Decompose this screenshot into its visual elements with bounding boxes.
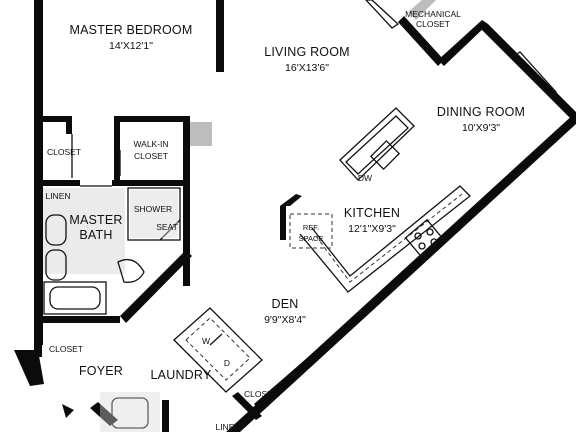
shower-tile [130, 190, 178, 238]
wall-right-exterior-lower [226, 112, 576, 432]
wall-kitchen-left [280, 206, 286, 240]
wall-mech-left [398, 16, 444, 66]
kitchen-counter [299, 185, 471, 293]
master-bath-line2: BATH [79, 228, 112, 242]
bathtub-basin [49, 286, 101, 310]
bath-sink-1 [45, 214, 67, 246]
kitchen-counter-dash [315, 193, 463, 283]
wall-walkin-bottom [112, 180, 190, 186]
kitchen-island-inner [345, 115, 409, 175]
mech-shade [408, 0, 436, 20]
ref-space-line1: REF. [303, 223, 319, 232]
bathtub [43, 281, 107, 315]
kitchen-name: KITCHEN [344, 206, 400, 220]
living-room-name: LIVING ROOM [264, 45, 350, 59]
wall-closet-bottom [40, 180, 80, 186]
walls [14, 0, 576, 432]
den-name: DEN [272, 297, 299, 311]
laundry-closet [173, 307, 263, 393]
dining-room-name: DINING ROOM [437, 105, 525, 119]
wall-closet-top-stub [66, 116, 72, 134]
ref-space-box [289, 213, 333, 249]
toilet [117, 258, 145, 283]
seat-label: SEAT [156, 222, 178, 232]
kitchen-fixtures [289, 107, 471, 293]
linen-bottom-label: LINEN [215, 422, 240, 432]
wall-walkin-right [183, 116, 190, 286]
dryer-label: D [224, 358, 230, 368]
master-bedroom-dims: 14'X12'1" [109, 40, 153, 52]
mechanical-closet-line2: CLOSET [416, 19, 450, 29]
washer-dryer-divider [209, 333, 223, 346]
ref-space-line2: SPACE [299, 234, 324, 243]
labels: MASTER BEDROOM 14'X12'1" LIVING ROOM 16'… [45, 9, 525, 432]
wall-foyer-bath [90, 402, 118, 426]
closet-bedroom-label: CLOSET [47, 147, 81, 157]
entry-arrow [62, 404, 74, 418]
master-bath-line1: MASTER [69, 213, 122, 227]
living-room-dims: 16'X13'6" [285, 62, 329, 74]
walk-in-closet-line1: WALK-IN [133, 139, 168, 149]
wall-right-exterior-upper [480, 24, 576, 124]
bath-fixtures [43, 187, 181, 315]
foyer-label: FOYER [79, 364, 123, 378]
powder-tile [100, 392, 160, 432]
washer-dryer-outline [185, 317, 251, 381]
wall-mech-right [438, 20, 488, 66]
wall-bedroom-right [216, 0, 224, 72]
shower-stall [127, 187, 181, 241]
den-dims: 9'9"X8'4" [264, 314, 306, 326]
burner [426, 228, 434, 236]
burner [414, 232, 422, 240]
island-sink [369, 139, 401, 171]
wall-closet-top [40, 116, 70, 122]
sliding-door-top [365, 0, 400, 29]
bath-sink-2 [45, 249, 67, 281]
bath-tile-floor [43, 188, 125, 274]
wall-walkin-left [114, 116, 120, 182]
wall-left-exterior [34, 0, 43, 345]
dining-room-dims: 10'X9'3" [462, 122, 500, 134]
wall-bath-bottom [40, 316, 120, 323]
master-bedroom-name: MASTER BEDROOM [70, 23, 193, 37]
wall-bath-diagonal [120, 250, 192, 323]
kitchen-dims: 12'1"X9'3" [348, 223, 396, 235]
burner [430, 238, 438, 246]
wall-walkin-top [114, 116, 188, 122]
walk-in-closet-line2: CLOSET [134, 151, 168, 161]
powder-sink [111, 397, 149, 429]
column-shaded [190, 122, 212, 146]
wall-foyer-left [34, 335, 42, 357]
laundry-label: LAUNDRY [151, 368, 212, 382]
linen-top-label: LINEN [45, 191, 70, 201]
wall-foyer-corner [14, 350, 44, 386]
wall-kitchen-corner [280, 194, 302, 206]
laundry-fixtures [173, 307, 263, 393]
window-right [513, 51, 557, 97]
burner [418, 242, 426, 250]
kitchen-island [339, 107, 415, 181]
shower-label: SHOWER [134, 204, 172, 214]
wall-laundry-left [162, 400, 169, 432]
mechanical-closet-line1: MECHANICAL [405, 9, 461, 19]
dishwasher-label: DW [358, 173, 372, 183]
wall-closet-laundry [232, 392, 262, 420]
shower-seat-line [159, 219, 181, 241]
closet-laundry-label: CLOSET [244, 389, 278, 399]
column-edge [186, 118, 190, 148]
range [404, 218, 444, 258]
wall-den-diagonal [254, 312, 366, 410]
washer-label: W [202, 336, 210, 346]
closet-foyer-label: CLOSET [49, 344, 83, 354]
